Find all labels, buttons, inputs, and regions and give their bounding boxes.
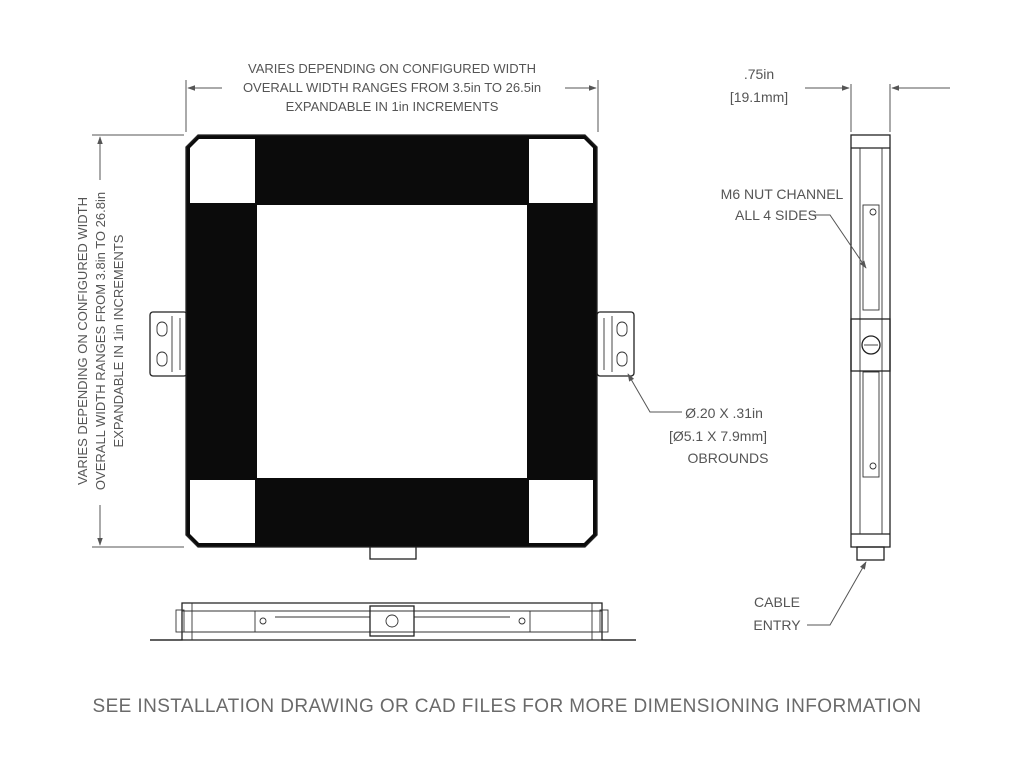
depth-mm: [19.1mm] xyxy=(730,89,788,105)
corner-block-top-left xyxy=(190,139,255,203)
right-mounting-bracket xyxy=(596,311,635,377)
left-mounting-bracket xyxy=(149,311,188,377)
left-dimension-line3: EXPANDABLE IN 1in INCREMENTS xyxy=(111,234,126,447)
panel-window xyxy=(257,205,527,478)
corner-block-bottom-left xyxy=(190,480,255,543)
cable-entry-stub xyxy=(369,545,417,560)
nut-channel-callout: M6 NUT CHANNEL ALL 4 SIDES xyxy=(721,186,867,269)
top-dimension-line1: VARIES DEPENDING ON CONFIGURED WIDTH xyxy=(248,61,536,76)
top-width-dimension: VARIES DEPENDING ON CONFIGURED WIDTH OVE… xyxy=(185,61,599,132)
cable-entry-callout: CABLE ENTRY xyxy=(753,561,867,633)
nut-channel-line2: ALL 4 SIDES xyxy=(735,207,817,223)
obround-line1: Ø.20 X .31in xyxy=(685,405,763,421)
front-view xyxy=(149,134,635,560)
top-dimension-line2: OVERALL WIDTH RANGES FROM 3.5in TO 26.5i… xyxy=(243,80,541,95)
corner-block-bottom-right xyxy=(529,480,593,543)
cable-line1: CABLE xyxy=(754,594,800,610)
obround-callout: Ø.20 X .31in [Ø5.1 X 7.9mm] OBROUNDS xyxy=(627,373,769,466)
side-view: .75in [19.1mm] xyxy=(730,66,950,561)
obround-line2: [Ø5.1 X 7.9mm] xyxy=(669,428,767,444)
depth-inches: .75in xyxy=(744,66,774,82)
depth-dimension: .75in [19.1mm] xyxy=(730,66,950,132)
nut-channel-line1: M6 NUT CHANNEL xyxy=(721,186,844,202)
cable-line2: ENTRY xyxy=(753,617,801,633)
top-dimension-line3: EXPANDABLE IN 1in INCREMENTS xyxy=(286,99,499,114)
bottom-view xyxy=(150,602,636,641)
footer-note: SEE INSTALLATION DRAWING OR CAD FILES FO… xyxy=(93,696,922,717)
corner-block-top-right xyxy=(529,139,593,203)
left-height-dimension: VARIES DEPENDING ON CONFIGURED WIDTH OVE… xyxy=(75,134,184,548)
left-dimension-line1: VARIES DEPENDING ON CONFIGURED WIDTH xyxy=(75,197,90,485)
obround-line3: OBROUNDS xyxy=(688,450,769,466)
left-dimension-line2: OVERALL WIDTH RANGES FROM 3.8in TO 26.8i… xyxy=(93,192,108,490)
